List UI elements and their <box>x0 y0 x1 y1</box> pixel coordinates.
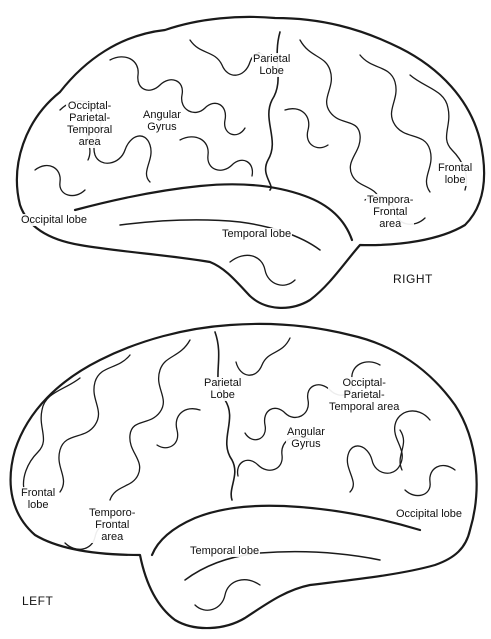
right-gyri-2 <box>109 56 246 136</box>
right-gyri-10 <box>229 254 296 286</box>
right-gyri-9 <box>284 108 329 149</box>
right-temporal-lobe-label: Temporal lobe <box>221 228 293 240</box>
left-gyri-7 <box>404 465 456 497</box>
left-side-label: LEFT <box>22 594 54 608</box>
left-parietal-lobe-label: Parietal Lobe <box>203 377 243 401</box>
left-gyri-3 <box>235 337 291 376</box>
left-temporo-frontal-label: Temporo- Frontal area <box>88 507 137 543</box>
right-gyri-7 <box>34 165 86 197</box>
right-gyri-5 <box>359 54 432 193</box>
right-temporo-frontal-label: Tempora- Frontal area <box>366 194 415 230</box>
left-occipital-lobe-label: Occipital lobe <box>395 508 464 520</box>
left-gyri-6 <box>22 377 81 496</box>
left-gyri-1 <box>346 410 431 493</box>
right-occipital-parietal-temporal-label: Occiptal- Parietal- Temporal area <box>66 100 114 148</box>
right-brain-outline <box>15 15 486 309</box>
right-gyri-8 <box>179 136 254 177</box>
right-parietal-lobe-label: Parietal Lobe <box>252 53 292 77</box>
right-frontal-lobe-label: Frontal lobe <box>437 162 474 186</box>
left-temporal-lobe-label: Temporal lobe <box>189 545 261 557</box>
right-occipital-lobe-label: Occipital lobe <box>20 214 89 226</box>
left-sylvian-fissure <box>150 504 422 557</box>
right-side-label: RIGHT <box>393 272 433 286</box>
left-gyri-5 <box>58 354 131 493</box>
right-temporal-sulcus <box>119 219 321 251</box>
left-angular-gyrus-label: Angular Gyrus <box>286 426 326 450</box>
left-hemisphere-drawing <box>9 322 478 630</box>
right-sylvian-fissure <box>73 183 354 242</box>
left-brain-outline <box>9 322 478 630</box>
left-gyri-10 <box>194 579 261 611</box>
left-frontal-lobe-label: Frontal lobe <box>20 487 57 511</box>
left-gyri-4 <box>109 339 191 501</box>
left-gyri-12 <box>399 429 405 471</box>
left-gyri-9 <box>156 408 201 449</box>
right-hemisphere-drawing <box>15 15 486 309</box>
right-angular-gyrus-label: Angular Gyrus <box>142 109 182 133</box>
right-gyri-4 <box>299 39 381 201</box>
left-occipital-parietal-temporal-label: Occiptal- Parietal- Temporal area <box>328 377 401 413</box>
left-central-sulcus <box>214 331 236 501</box>
